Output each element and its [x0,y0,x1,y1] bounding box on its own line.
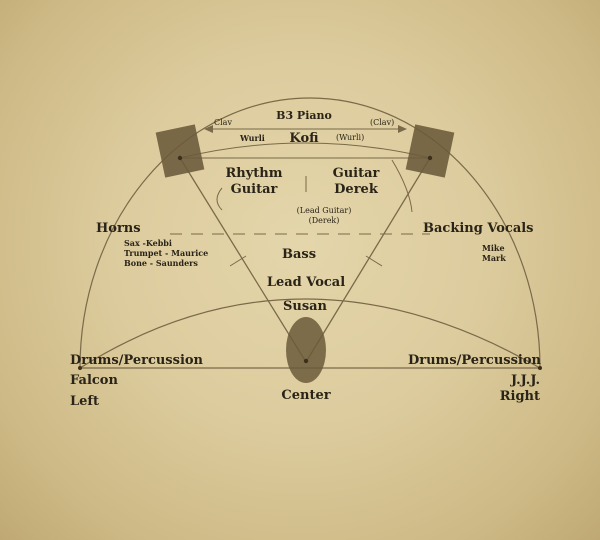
lead-vocal-label: Lead Vocal [266,275,346,290]
left-side-label: Left [70,394,100,409]
guitar-derek-line-2: Derek [334,182,378,198]
lead-guitar-line-1: (Lead Guitar) [296,206,352,215]
bass-label: Bass [281,247,317,262]
horns-member: Sax -Kebbi [124,238,172,248]
keys-arrow-left [204,125,213,133]
horns-member: Trumpet - Maurice [124,248,209,258]
b3-piano-label: B3 Piano [276,109,332,122]
rhythm-guide [216,187,223,211]
rhythm-guitar-label: Rhythm Guitar [225,166,282,199]
right-side-label: Right [499,389,540,404]
wurli-right-label: (Wurli) [336,133,365,142]
triangle-right-edge [305,157,431,363]
triangle-left-edge [179,157,307,363]
lead-guitar-label: (Lead Guitar) (Derek) [297,206,352,226]
listener-oval [286,317,326,383]
clav-left-label: Clav [214,118,232,127]
keys-arrow-right [398,125,407,133]
backing-vocals-members: Mike Mark [482,243,506,263]
lead-guitar-line-2: (Derek) [308,216,340,225]
center-label: Center [281,388,331,403]
guitar-derek-label: Guitar Derek [333,166,380,199]
listener-dot [303,358,309,364]
horns-members: Sax -Kebbi Trumpet - Maurice Bone - Saun… [124,238,208,268]
right-speaker-dot [427,155,433,161]
backing-vocals-member: Mike [482,243,505,253]
tick-left [229,255,247,267]
tick-right [365,255,383,267]
left-end-dot [78,366,82,370]
horns-member: Bone - Saunders [124,258,198,268]
susan-label: Susan [282,299,328,314]
right-speaker [405,124,455,178]
right-end-dot [538,366,542,370]
backing-vocals-title: Backing Vocals [423,221,534,236]
guitar-derek-line-1: Guitar [332,166,380,181]
left-drums-label: Drums/Percussion [70,353,204,368]
right-drums-label: Drums/Percussion [407,353,541,368]
rhythm-guitar-line-2: Guitar [230,182,278,198]
clav-right-label: (Clav) [370,118,395,127]
left-speaker [155,124,205,178]
guitar-guide [391,159,413,213]
kofi-label: Kofi [289,131,319,146]
backing-vocals-member: Mark [482,253,506,263]
horns-title: Horns [96,221,141,236]
left-drummer-name: Falcon [70,373,118,388]
keys-curve [179,142,431,159]
left-speaker-dot [177,155,183,161]
inner-arc [79,298,541,369]
rhythm-guitar-line-1: Rhythm [225,166,283,181]
right-drummer-name: J.J.J. [510,373,540,388]
outer-arc [79,97,541,369]
wurli-left-label: Wurli [240,133,265,143]
